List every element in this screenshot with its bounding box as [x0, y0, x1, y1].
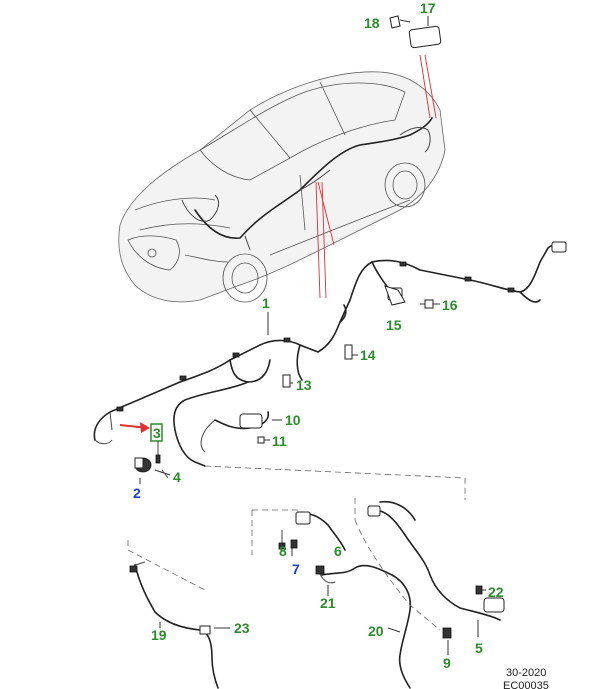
callout-14: 14 [360, 347, 376, 363]
detail-harness-5 [354, 500, 505, 639]
fasteners [257, 15, 442, 444]
leader-lines [139, 16, 486, 655]
diagram-reference: EC00035 [503, 680, 549, 689]
diagram-code: 30-2020 [506, 667, 546, 679]
callout-16: 16 [442, 297, 458, 313]
callout-1: 1 [262, 295, 270, 311]
callout-4: 4 [173, 469, 181, 485]
callout-5: 5 [475, 640, 483, 656]
sensor-parts [134, 423, 169, 479]
callout-7: 7 [292, 561, 300, 577]
callout-6: 6 [334, 543, 342, 559]
callout-labels: 1 2 3 4 5 6 7 8 9 10 11 13 14 15 16 17 1… [133, 0, 504, 671]
detail-harness-6-7-8 [278, 511, 346, 551]
callout-8: 8 [279, 543, 287, 559]
car-illustration [118, 71, 446, 303]
diagram-footer: 30-2020 EC00035 [503, 667, 549, 689]
detail-harness-19 [129, 561, 219, 689]
callout-23: 23 [234, 620, 250, 636]
detail-dash-frame [127, 465, 466, 591]
callout-10: 10 [285, 412, 301, 428]
callout-11: 11 [272, 433, 287, 449]
callout-15: 15 [386, 317, 402, 333]
red-reference-lines [315, 54, 437, 299]
callout-13: 13 [296, 377, 312, 393]
callout-17: 17 [420, 0, 436, 16]
callout-9: 9 [443, 655, 451, 671]
callout-20: 20 [368, 623, 384, 639]
callout-22: 22 [488, 584, 504, 600]
detail-harness-21-20 [315, 564, 412, 689]
callout-19: 19 [151, 627, 167, 643]
red-arrow [119, 422, 150, 433]
callout-3: 3 [153, 425, 161, 441]
callout-18: 18 [364, 15, 380, 31]
callout-2: 2 [133, 485, 141, 501]
callout-21: 21 [320, 595, 336, 611]
